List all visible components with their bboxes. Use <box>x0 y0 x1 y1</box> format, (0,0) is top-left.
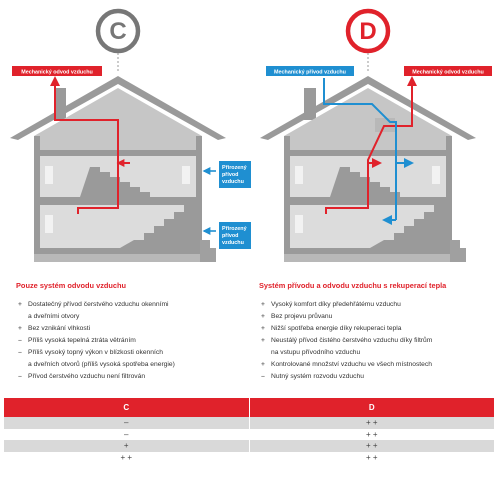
table-body: –+ +–+ +++ ++ ++ + <box>4 417 494 463</box>
list-item-symbol: – <box>18 337 22 344</box>
list-item-text: Neustálý přívod čistého čerstvého vzduch… <box>271 337 433 344</box>
table-cell: + + <box>248 451 495 463</box>
list-item: na vstupu přívodního vzduchu <box>259 347 432 359</box>
label-natural-intake-2: Přirozený přívod vzduchu <box>219 222 251 249</box>
list-item: + Kontrolované množství vzduchu ve všech … <box>259 359 432 371</box>
table-header: C D <box>4 398 494 417</box>
list-item: + Dostatečný přívod čerstvého vzduchu oke… <box>16 299 175 311</box>
table-cell: + + <box>248 417 495 429</box>
label-c-exhaust-text: Mechanický odvod vzduchu <box>21 70 93 76</box>
natural-intake-2-line-3: vzduchu <box>222 240 244 246</box>
table-row: + + + + <box>4 451 495 463</box>
table-cell: + <box>123 441 129 450</box>
natural-intake-2-line-2: přívod <box>222 233 238 239</box>
list-item-text: Bez vznikání vlhkosti <box>28 325 91 332</box>
table-cell: – <box>124 418 129 427</box>
list-item-text: Příliš vysoká tepelná ztráta větráním <box>28 337 136 344</box>
list-item-symbol: + <box>18 301 22 308</box>
list-item-symbol: + <box>261 325 265 332</box>
table-row: + + + <box>4 440 494 452</box>
list-item: –Příliš vysoký topný výkon v blízkosti o… <box>16 347 175 359</box>
right-column-title: Systém přívodu a odvodu vzduchu s rekupe… <box>259 281 447 290</box>
comparison-table: C D –+ +–+ +++ ++ ++ + <box>4 398 494 463</box>
list-item: a dveřními otvory <box>16 311 175 323</box>
natural-intake-1-line-1: Přirozený <box>222 165 247 171</box>
list-item: + Bez vznikání vlhkosti <box>16 323 175 335</box>
list-item: –Příliš vysoká tepelná ztráta větráním <box>16 335 175 347</box>
right-column-list: + Vysoký komfort díky předehřátému vzduch… <box>259 299 432 383</box>
list-item-symbol: + <box>261 301 265 308</box>
list-item-text: a dveřními otvory <box>28 313 80 320</box>
list-item-text: Bez projevu průvanu <box>271 313 333 320</box>
left-column-list: + Dostatečný přívod čerstvého vzduchu oke… <box>16 299 175 383</box>
label-d-supply-text: Mechanický přívod vzduchu <box>274 70 346 76</box>
ventilation-diagram: C D <box>10 8 492 262</box>
label-natural-intake-1: Přirozený přívod vzduchu <box>219 161 251 188</box>
label-d-supply: Mechanický přívod vzduchu <box>266 66 354 76</box>
list-item: –Nutný systém rozvodu vzduchu <box>259 371 432 383</box>
list-item-text: Příliš vysoký topný výkon v blízkosti ok… <box>28 349 163 356</box>
list-item-text: Dostatečný přívod čerstvého vzduchu oken… <box>28 301 169 308</box>
list-item-symbol: – <box>18 373 22 380</box>
table-cell: + + <box>248 428 495 440</box>
list-item-symbol: – <box>261 373 265 380</box>
table-cell: + + <box>248 440 495 452</box>
list-item-text: a dveřních otvorů (příliš vysoká spotřeb… <box>28 361 175 368</box>
list-item-symbol: + <box>18 325 22 332</box>
list-item-text: na vstupu přívodního vzduchu <box>271 349 361 356</box>
table-header-d: D <box>248 398 495 417</box>
list-item-text: Nižší spotřeba energie díky rekuperaci t… <box>271 325 402 332</box>
list-item-text: Kontrolované množství vzduchu ve všech m… <box>271 361 432 368</box>
list-item-symbol: + <box>261 313 265 320</box>
house-d <box>260 76 476 262</box>
list-item: a dveřních otvorů (příliš vysoká spotřeb… <box>16 359 175 371</box>
list-item-text: Přívod čerstvého vzduchu není filtrován <box>28 373 146 380</box>
list-item: –Přívod čerstvého vzduchu není filtrován <box>16 371 175 383</box>
list-item: + Nižší spotřeba energie díky rekuperaci … <box>259 323 432 335</box>
table-cell: + + <box>120 452 133 462</box>
badge-d-letter: D <box>359 18 376 45</box>
list-item-symbol: + <box>261 361 265 368</box>
table-row: – + + <box>4 428 495 440</box>
natural-intake-1-line-2: přívod <box>222 172 238 178</box>
house-c <box>10 76 226 262</box>
table-header-c: C <box>123 403 130 412</box>
list-item: + Vysoký komfort díky předehřátému vzduch… <box>259 299 432 311</box>
list-item-symbol: + <box>261 337 265 344</box>
list-item: + Bez projevu průvanu <box>259 311 432 323</box>
list-item: + Neustálý přívod čistého čerstvého vzduc… <box>259 335 432 347</box>
badge-d: D <box>345 8 391 73</box>
label-d-exhaust: Mechanický odvod vzduchu <box>404 66 492 76</box>
left-column-title: Pouze systém odvodu vzduchu <box>16 281 127 290</box>
badge-c: C <box>95 8 141 73</box>
label-c-exhaust: Mechanický odvod vzduchu <box>12 66 102 76</box>
natural-intake-2-line-1: Přirozený <box>222 226 247 232</box>
list-item-symbol: – <box>18 349 22 356</box>
list-item-text: Nutný systém rozvodu vzduchu <box>271 373 364 380</box>
natural-intake-1-line-3: vzduchu <box>222 179 244 185</box>
badge-c-letter: C <box>109 18 126 45</box>
table-row: – + + <box>4 417 494 429</box>
list-item-text: Vysoký komfort díky předehřátému vzduchu <box>271 301 401 308</box>
label-d-exhaust-text: Mechanický odvod vzduchu <box>412 70 484 76</box>
table-cell: – <box>124 429 129 439</box>
